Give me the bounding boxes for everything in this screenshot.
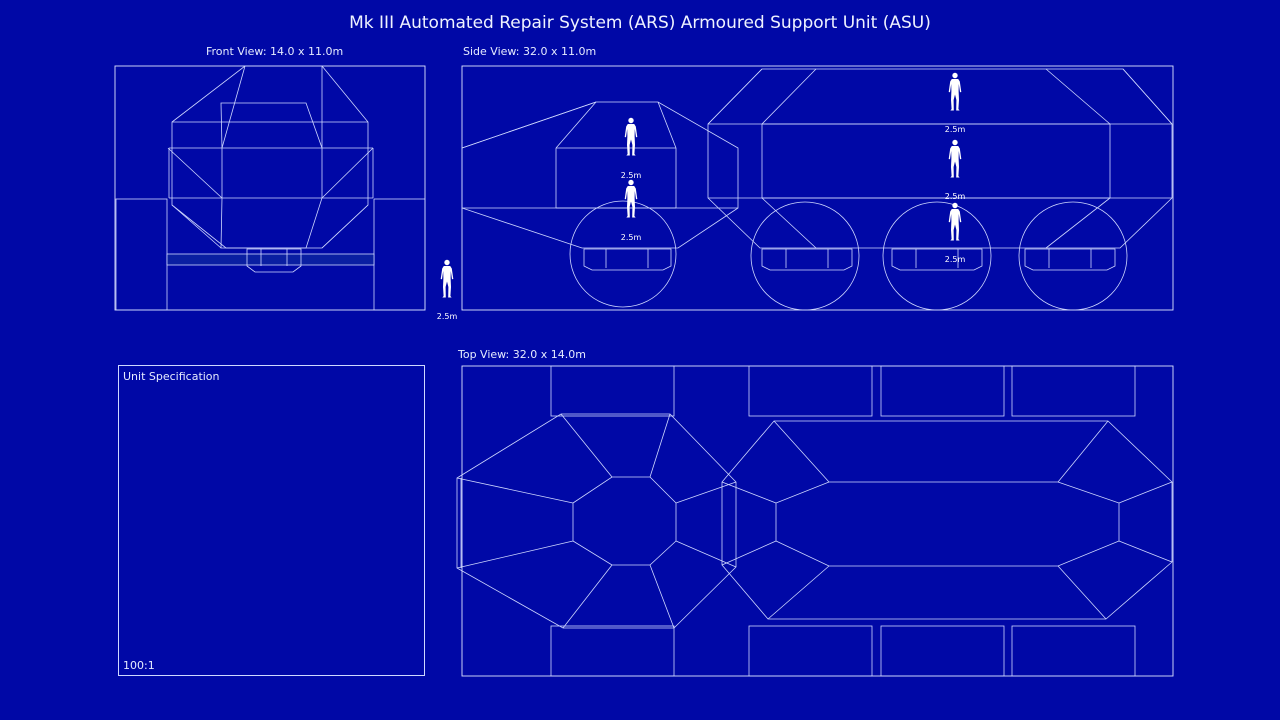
- scale-figure-label: 2.5m: [437, 312, 458, 321]
- scale-figure: 2.5m: [621, 179, 642, 242]
- scale-figure: 2.5m: [437, 259, 458, 321]
- scale-figure: 2.5m: [945, 139, 966, 201]
- side-view-label: Side View: 32.0 x 11.0m: [463, 45, 597, 58]
- scale-figure: 2.5m: [621, 117, 642, 180]
- side-view-drawing: [461, 65, 1174, 311]
- front-view-drawing: [114, 65, 426, 311]
- scale-figure-label: 2.5m: [945, 192, 966, 201]
- scale-ratio: 100:1: [123, 659, 155, 672]
- front-view-label: Front View: 14.0 x 11.0m: [206, 45, 344, 58]
- scale-figure-label: 2.5m: [945, 255, 966, 264]
- scale-figure: 2.5m: [945, 202, 966, 264]
- scale-figure-label: 2.5m: [621, 171, 642, 180]
- scale-figure-label: 2.5m: [945, 125, 966, 134]
- spec-title: Unit Specification: [123, 370, 220, 383]
- scale-figure-label: 2.5m: [621, 233, 642, 242]
- top-view-label: Top View: 32.0 x 14.0m: [458, 348, 586, 361]
- top-view-drawing: [456, 365, 1174, 677]
- unit-specification-panel: Unit Specification 100:1: [118, 365, 425, 676]
- drawing-title: Mk III Automated Repair System (ARS) Arm…: [349, 13, 931, 33]
- scale-figure: 2.5m: [945, 72, 966, 134]
